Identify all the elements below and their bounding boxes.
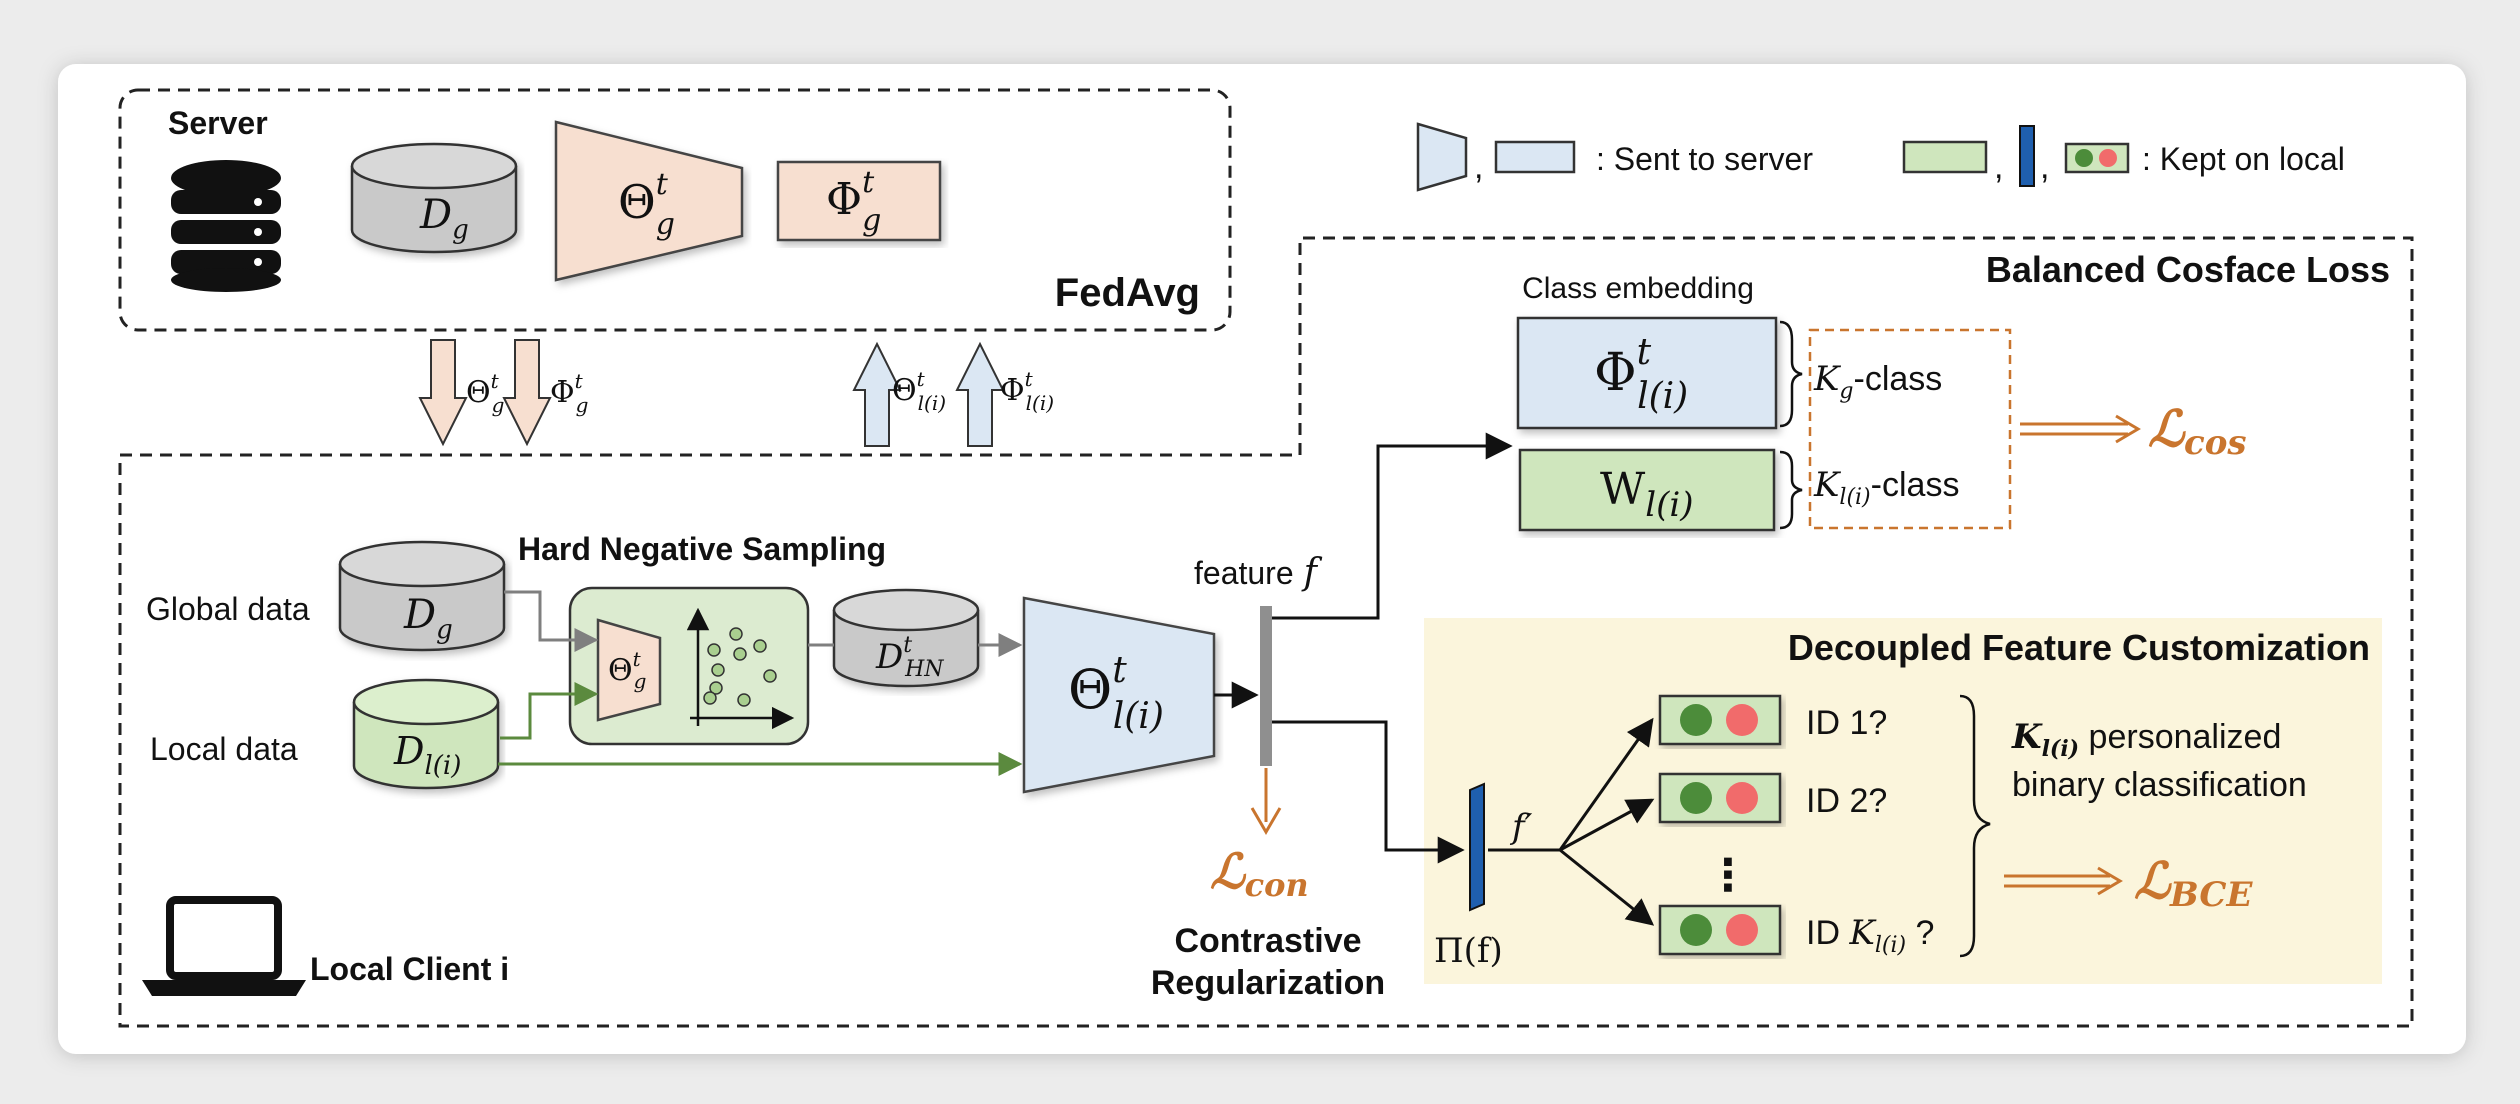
legend: , : Sent to server , , : Kept on local xyxy=(1416,122,2345,192)
fprime-label: f′ xyxy=(1509,807,1533,847)
cosface-panel: Balanced Cosface Loss Class embedding Φt… xyxy=(1272,249,2390,620)
bce-loss-symbol: ℒBCE xyxy=(2134,851,2253,915)
up-arrow-phi xyxy=(955,341,1005,447)
legend-kept-bar xyxy=(2019,125,2035,187)
personalized-brace xyxy=(1959,694,1991,958)
client-panel: Global data Local data Dg Dl(i) Hard Neg… xyxy=(142,531,1385,1002)
hard-negative-data-cylinder xyxy=(832,588,980,688)
client-title: Local Client i xyxy=(310,951,509,987)
class-embedding-label: Class embedding xyxy=(1522,272,1754,305)
global-data-symbol: Dg xyxy=(403,592,453,645)
binary-classifier-1 xyxy=(1658,694,1782,746)
legend-sep-1: , xyxy=(1474,148,1483,186)
legend-sep-2: , xyxy=(1994,148,2003,186)
legend-kept-label: : Kept on local xyxy=(2142,141,2345,177)
local-encoder-trapezoid xyxy=(1022,596,1216,794)
projection-bar xyxy=(1469,782,1485,912)
dfc-title: Decoupled Feature Customization xyxy=(1788,627,2370,668)
bce-loss-arrow xyxy=(2004,866,2123,896)
global-data-cylinder xyxy=(338,540,506,652)
ellipsis-dots: ⋮ xyxy=(1706,851,1750,900)
cosface-title: Balanced Cosface Loss xyxy=(1986,249,2390,290)
projection-label: Π(f) xyxy=(1434,931,1503,971)
server-title: Server xyxy=(168,105,268,141)
feature-bar xyxy=(1260,606,1272,766)
database-icon xyxy=(171,160,281,292)
branch-idk-arrow xyxy=(1559,848,1655,926)
local-data-cylinder xyxy=(352,678,500,790)
contrastive-line-2: Regularization xyxy=(1151,964,1385,1002)
idk-label: ID Kl(i) ? xyxy=(1806,913,1934,958)
legend-sent-box xyxy=(1494,140,1576,174)
kg-brace xyxy=(1779,320,1803,428)
server-encoder-trapezoid xyxy=(554,120,744,282)
fedavg-label: FedAvg xyxy=(1055,271,1200,315)
feature-to-classifier-arrow xyxy=(1272,432,1513,620)
hns-title: Hard Negative Sampling xyxy=(518,531,886,567)
laptop-icon xyxy=(142,896,306,996)
feature-to-projection-arrow xyxy=(1272,720,1465,864)
binary-classifier-k xyxy=(1658,904,1782,956)
personalized-line-2: binary classification xyxy=(2012,766,2307,804)
down-arrow-theta xyxy=(418,339,468,447)
w-classifier-box xyxy=(1518,448,1776,532)
branch-id1-arrow xyxy=(1558,717,1654,851)
local-data-label: Local data xyxy=(150,731,298,767)
legend-sent-label: : Sent to server xyxy=(1596,141,1813,177)
legend-sent-trapezoid xyxy=(1416,122,1468,192)
server-data-symbol: Dg xyxy=(419,192,469,245)
id2-label: ID 2? xyxy=(1806,782,1887,820)
phi-classifier-box xyxy=(1516,316,1778,430)
global-data-label: Global data xyxy=(146,591,310,627)
kl-brace xyxy=(1779,450,1803,530)
server-classifier-box xyxy=(776,160,942,242)
cosface-loss-symbol: ℒcos xyxy=(2148,399,2247,463)
contrastive-arrow-head xyxy=(1250,807,1282,835)
personalized-line-1: Kl(i) personalized xyxy=(2011,717,2281,762)
w-classifier-symbol: Wl(i) xyxy=(1600,464,1694,525)
legend-red-dot xyxy=(2099,149,2117,167)
local-data-symbol: Dl(i) xyxy=(393,729,461,781)
client-dashed-border xyxy=(118,236,2414,1028)
legend-kept-box xyxy=(1902,140,1988,174)
cosface-dashed-box xyxy=(1808,328,2012,530)
server-dashed-border xyxy=(118,88,1232,332)
contrastive-loss-symbol: ℒcon xyxy=(1210,844,1309,904)
hns-scatter-points xyxy=(703,627,777,707)
cosface-loss-arrow xyxy=(2020,414,2141,444)
server-global-data-cylinder xyxy=(350,142,518,254)
dfc-panel: Decoupled Feature Customization Π(f) f′ … xyxy=(1272,618,2382,984)
local-to-hns-line xyxy=(500,682,599,740)
contrastive-line-1: Contrastive xyxy=(1174,922,1361,960)
binary-classifier-2 xyxy=(1658,772,1782,824)
dfc-background xyxy=(1424,618,2382,984)
global-to-hns-line xyxy=(504,590,599,652)
legend-green-dot xyxy=(2075,149,2093,167)
branch-id2-arrow xyxy=(1559,798,1655,852)
down-arrow-phi xyxy=(502,339,552,447)
legend-sep-3: , xyxy=(2040,148,2049,186)
kg-class-label: Kg-class xyxy=(1813,359,1942,404)
id1-label: ID 1? xyxy=(1806,704,1887,742)
up-arrow-theta xyxy=(852,341,902,447)
kl-class-label: Kl(i)-class xyxy=(1813,465,1959,510)
